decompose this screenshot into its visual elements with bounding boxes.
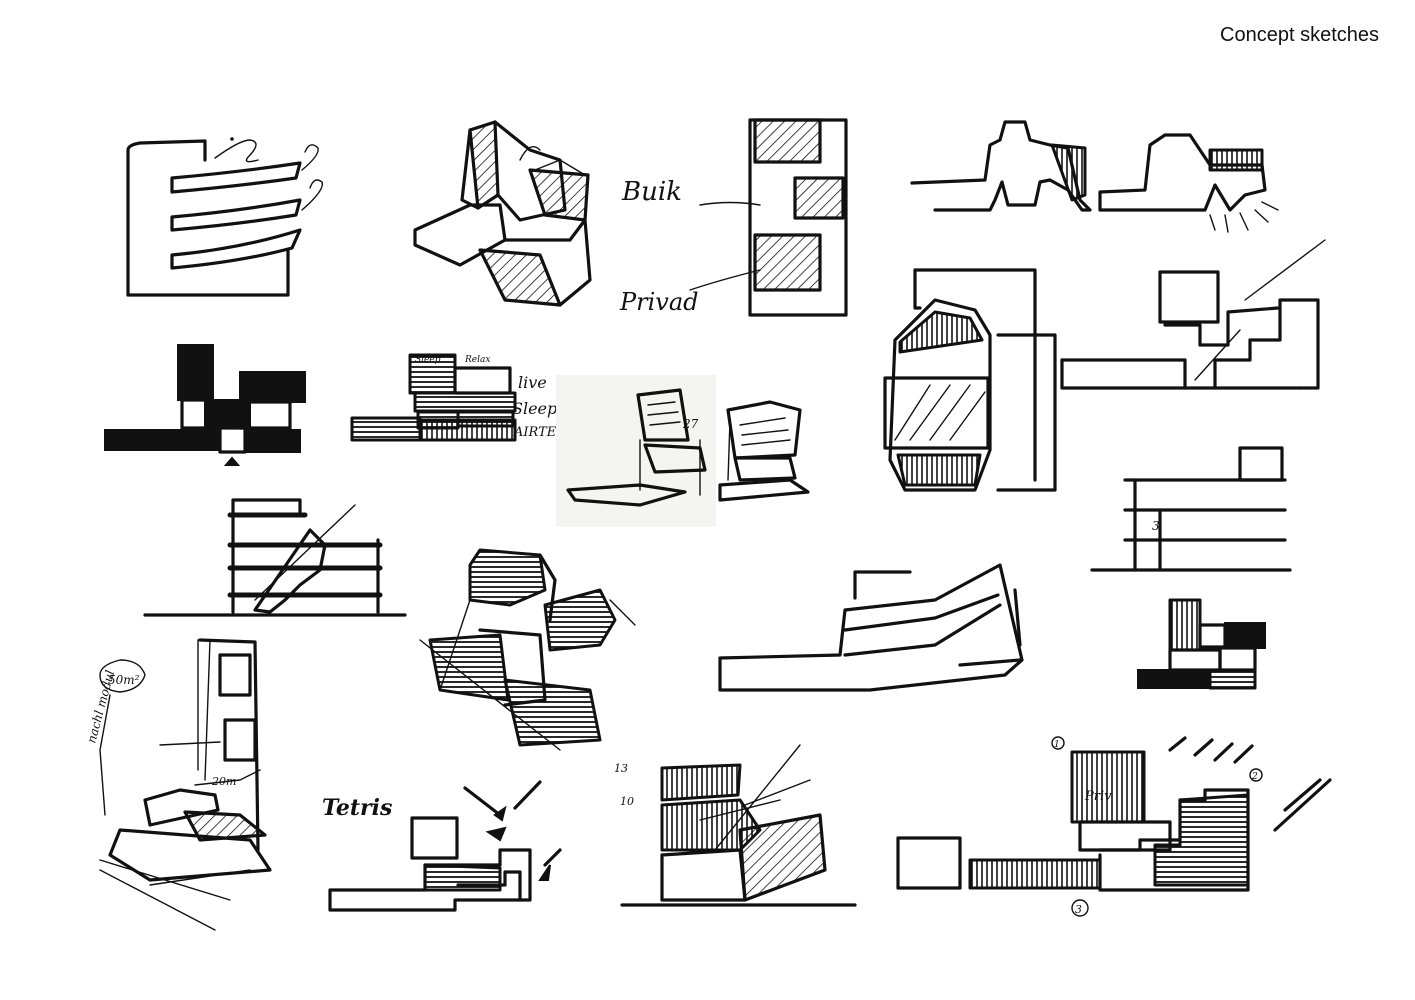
annotation-airte: AIRTE <box>513 425 557 440</box>
sketch-tetris-plan: Tetris <box>322 780 562 912</box>
annotation-n2: 2 <box>1251 772 1258 782</box>
sketch-plan-buik-privad: Buik Privad <box>619 118 848 317</box>
sketch-section-levels-right: 3 <box>1090 446 1292 572</box>
annotation-live: live <box>518 373 547 392</box>
annotation-n1: 1 <box>1054 740 1060 750</box>
sketch-stepped-plan-arrow <box>1060 239 1326 390</box>
sketch-section-diagonal-void <box>143 498 407 617</box>
annotation-area: 50m² <box>108 673 140 687</box>
sketch-elevation-mounds <box>910 120 1279 233</box>
sketch-dark-stacked-volumes <box>104 344 306 466</box>
sketch-section-terraces <box>126 137 324 297</box>
annotation-3: 3 <box>1152 519 1160 533</box>
sketch-hatched-perspective-block <box>419 548 636 751</box>
sketch-two-towers: 27 <box>556 375 810 527</box>
annotation-priv: Priv <box>1084 789 1112 804</box>
annotation-20m: 20m <box>211 775 236 788</box>
sketch-modules-perspective: 50m² nachl modul 20m <box>84 638 272 931</box>
sketch-small-dark-stack <box>1137 598 1266 690</box>
sketch-hatched-volumes-perspective <box>413 120 592 307</box>
annotation-relax-top: Relax <box>464 355 490 365</box>
sketch-ramp-elevation <box>718 563 1024 692</box>
annotation-buik: Buik <box>621 177 682 207</box>
annotation-sleep-top: Sleep <box>415 355 441 365</box>
page-title: Concept sketches <box>1220 24 1379 46</box>
annotation-privad: Privad <box>619 288 699 316</box>
sketch-capsule-plan <box>883 268 1057 492</box>
annotation-level10: 10 <box>620 795 634 808</box>
sketch-plan-priv-stepped: Priv 1 2 3 <box>896 736 1332 917</box>
annotation-module: nachl modul <box>84 669 117 745</box>
sketch-section-live-sleep: Sleep Relax live Sleep AIRTE <box>350 353 557 442</box>
annotation-n3: 3 <box>1075 903 1082 916</box>
annotation-tetris: Tetris <box>322 795 392 821</box>
sketch-section-hatched-cliff: 13 10 <box>614 744 857 907</box>
annotation-27: 27 <box>682 417 699 431</box>
annotation-level13: 13 <box>614 762 628 775</box>
annotation-sleep: Sleep <box>512 399 557 418</box>
